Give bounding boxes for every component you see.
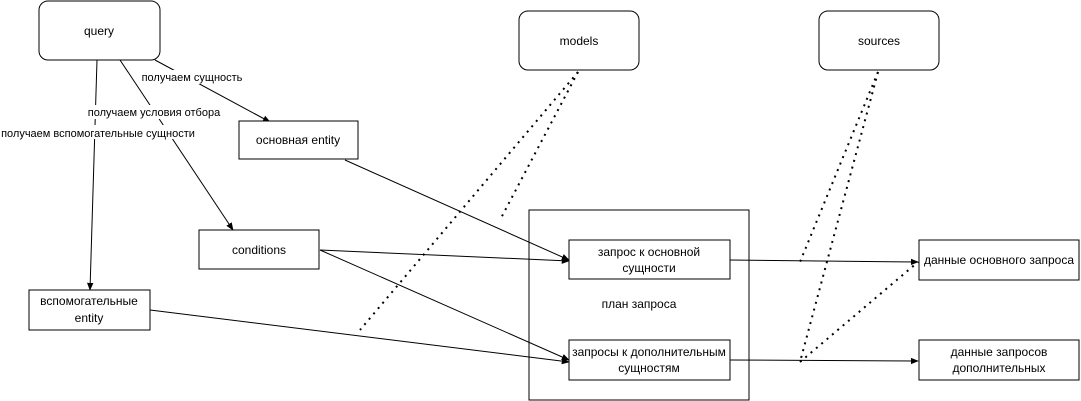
node-extra-requests[interactable]: запросы к дополнительным сущностям xyxy=(568,339,731,381)
node-aux-entity-label-line1: вспомогательные xyxy=(40,294,138,308)
plan-container: план запроса xyxy=(528,209,750,401)
edge-label-get-entity: получаем сущность xyxy=(139,70,245,84)
sources-dotted-line-3 xyxy=(799,261,919,363)
edge-main-request-to-main-data xyxy=(729,258,919,266)
node-extra-data[interactable]: данные запросов дополнительных xyxy=(918,339,1080,381)
edge-label-get-conditions-text: получаем условия отбора xyxy=(88,107,221,119)
edge-label-get-conditions: получаем условия отбора xyxy=(86,105,223,119)
node-main-request-label-line2: сущности xyxy=(622,261,675,275)
node-aux-entity[interactable]: вспомогательные entity xyxy=(28,289,151,331)
node-extra-data-label-line2: дополнительных xyxy=(952,361,1045,375)
sources-dotted-line-2 xyxy=(799,71,879,363)
plan-label: план запроса xyxy=(602,297,677,311)
node-query-label: query xyxy=(84,24,114,38)
models-dotted-line-2 xyxy=(499,71,579,221)
node-sources[interactable]: sources xyxy=(818,10,940,71)
node-conditions[interactable]: conditions xyxy=(198,229,320,270)
edge-query-to-aux-entity xyxy=(87,59,98,291)
node-extra-requests-label-line1: запросы к дополнительным xyxy=(572,345,726,359)
edge-label-get-entity-text: получаем сущность xyxy=(142,72,243,84)
edge-main-entity-to-main-request xyxy=(344,159,570,261)
node-aux-entity-label-line2: entity xyxy=(75,311,104,325)
node-conditions-label: conditions xyxy=(232,243,286,257)
edge-conditions-to-main-request xyxy=(319,249,570,264)
node-models-label: models xyxy=(560,34,599,48)
edge-label-get-aux-text: получаем вспомогательные сущности xyxy=(1,128,195,140)
edge-extra-requests-to-extra-data xyxy=(729,357,919,365)
edge-conditions-to-extra-requests xyxy=(319,249,570,361)
node-extra-data-label-line1: данные запросов xyxy=(951,345,1048,359)
node-main-data-label: данные основного запроса xyxy=(924,253,1074,267)
node-main-data[interactable]: данные основного запроса xyxy=(918,239,1080,281)
edge-aux-entity-to-extra-requests xyxy=(149,309,570,365)
edges xyxy=(87,59,919,365)
models-dotted-links xyxy=(359,71,579,331)
node-query[interactable]: query xyxy=(38,0,161,61)
edge-query-to-conditions xyxy=(119,59,234,231)
sources-dotted-links xyxy=(799,71,919,363)
edge-label-get-aux: получаем вспомогательные сущности xyxy=(0,125,197,140)
sources-dotted-line-1 xyxy=(799,71,879,263)
node-main-request-label-line1: запрос к основной xyxy=(598,245,700,259)
node-models[interactable]: models xyxy=(518,10,640,71)
node-sources-label: sources xyxy=(858,34,900,48)
models-dotted-line-1 xyxy=(359,71,579,331)
node-main-request[interactable]: запрос к основной сущности xyxy=(568,239,731,280)
node-main-entity-label: основная entity xyxy=(256,133,340,147)
node-extra-requests-label-line2: сущностям xyxy=(618,361,679,375)
node-main-entity[interactable]: основная entity xyxy=(238,120,359,160)
